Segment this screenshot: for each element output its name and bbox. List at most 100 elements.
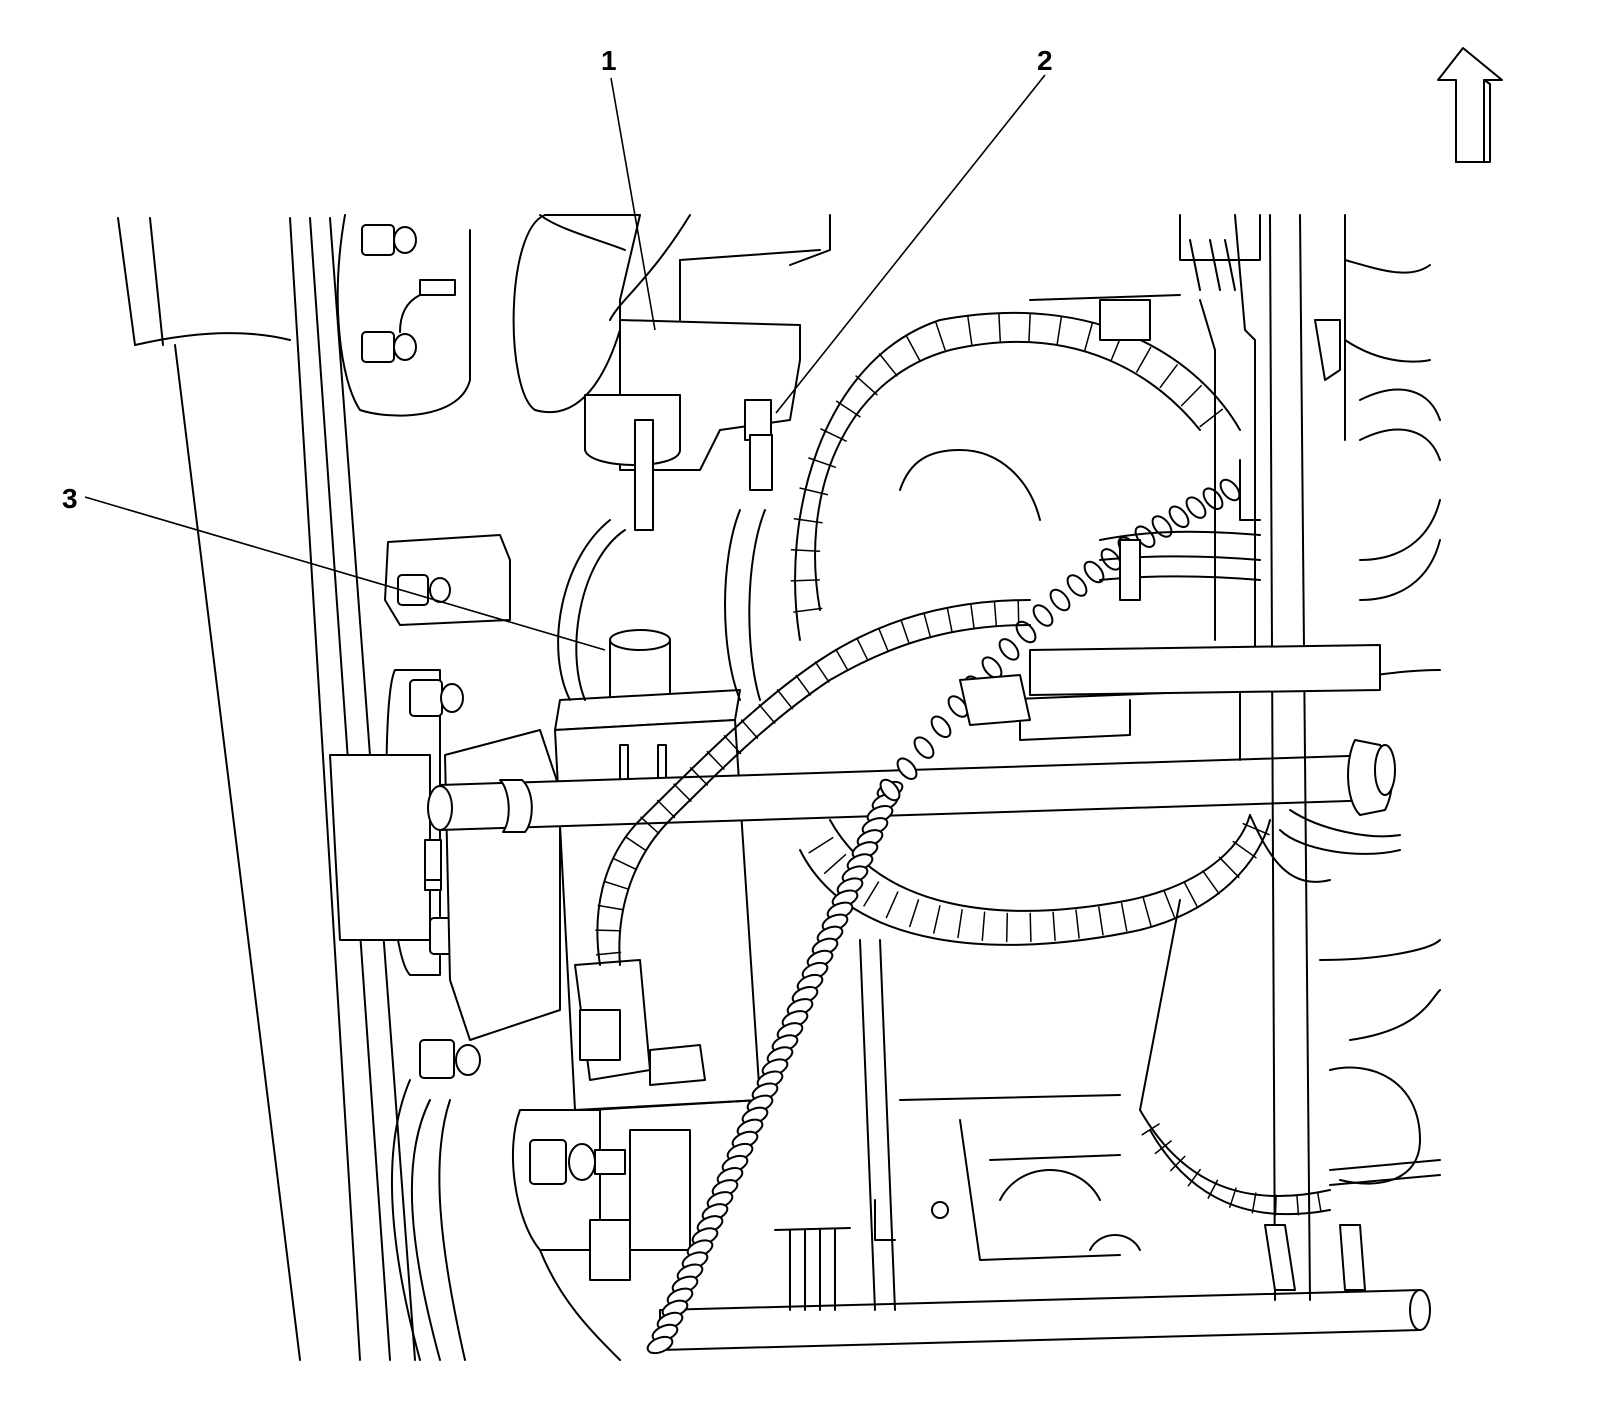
conduit-rib [998,638,1020,661]
tape-stripe [1242,822,1270,836]
tape-stripe [597,904,623,911]
conduit-rib [646,1335,674,1355]
tape-stripe [790,579,821,582]
tape-stripe [814,661,830,683]
corrugated-conduit [646,478,1241,1355]
conduit-rib [930,715,952,739]
tape-stripe [1251,1192,1257,1214]
tape-stripe [1232,840,1257,859]
up-arrow-icon [1437,47,1503,163]
callout-3: 3 [62,483,78,514]
tape-stripe [1029,912,1032,943]
tape-stripe [758,704,776,724]
lower-center-panel [774,239,1381,1311]
lower-tube [659,1289,1431,1351]
tape-stripe [856,637,869,661]
leader-line-2 [775,74,1046,414]
tape-stripe [923,612,931,638]
tape-stripe [993,600,998,627]
tape-stripe [1098,906,1104,936]
sensor-wires [557,449,1041,966]
callout-2: 2 [1037,45,1053,76]
tape-stripe [656,799,676,819]
tape-stripe [1199,408,1224,428]
conduit-rib [1083,560,1105,584]
tape-stripe [1187,1168,1201,1187]
conduit-rib [913,736,935,759]
tape-stripe [740,719,759,739]
conduit-rib [1066,574,1088,597]
tape-stripe [1120,902,1128,932]
tape-stripe [793,607,823,613]
tape-stripe [1202,870,1220,895]
tape-stripe [706,750,725,770]
tape-stripe [1218,856,1240,879]
tape-stripe [1154,1140,1172,1155]
tape-stripe [981,911,986,942]
harness-tape-stripes [595,313,1322,1216]
tape-stripe [808,836,834,854]
tape-stripe [1296,1194,1300,1216]
tape-stripe [967,316,973,346]
tape-stripe [1207,1179,1219,1199]
tape-stripe [909,899,920,928]
tape-stripe [776,689,794,710]
mounting-bracket [329,534,561,1361]
tape-stripe [1180,384,1202,407]
tape-stripe [795,674,812,696]
tape-stripe [863,881,880,907]
callout-leaders [84,74,1046,651]
tape-stripe [835,400,861,418]
tape-stripe [1017,599,1020,625]
tape-stripe [878,627,889,652]
conduit-rib [1202,487,1224,510]
tape-stripe [823,853,847,875]
conduit-rib [1032,604,1054,627]
tape-stripe [1229,1187,1237,1208]
tape-stripe [905,335,921,362]
tape-stripe [900,619,910,644]
tape-stripe [595,929,621,932]
leader-line-3 [84,496,606,651]
tape-stripe [1075,909,1080,939]
tape-stripe [799,487,829,496]
tape-stripe [878,353,898,377]
callout-1: 1 [601,45,617,76]
tape-stripe [855,375,878,396]
conduit-rib [1015,620,1037,644]
tape-stripe [1136,346,1152,373]
tape-stripe [1163,890,1176,919]
connector-housing-top [584,214,831,531]
tape-stripe [1084,322,1093,352]
conduit-rib [1168,505,1190,529]
upper-hose [512,214,691,414]
tape-stripe [998,313,1002,343]
conduit-rib [1049,588,1071,612]
sensor-component [554,629,761,1111]
tape-stripe [1169,1155,1186,1172]
conduit-rib [1185,496,1207,519]
tape-stripe [1056,316,1063,346]
conduit-rib [879,778,901,802]
lower-bolt [511,1109,691,1361]
tape-stripe [1005,912,1009,943]
tape-stripe [946,607,953,633]
tape-stripe [835,648,849,672]
tape-stripe [793,518,823,524]
tape-stripe [933,905,941,934]
tape-stripe [1183,881,1199,908]
conduit-rib [1219,478,1241,502]
tape-stripe [1316,1191,1322,1213]
conduit-rib [947,695,969,718]
tape-stripe [673,783,692,802]
tape-stripe [957,909,963,939]
tape-stripe [1028,313,1031,343]
tape-stripe [624,836,647,852]
tape-stripe [595,951,622,956]
frame-bolt-upper [336,214,471,417]
tape-stripe [723,735,742,755]
horizontal-tube [427,739,1396,833]
tape-stripe [1052,911,1056,941]
tape-stripe [1141,1123,1160,1136]
tape-stripe [640,816,660,835]
